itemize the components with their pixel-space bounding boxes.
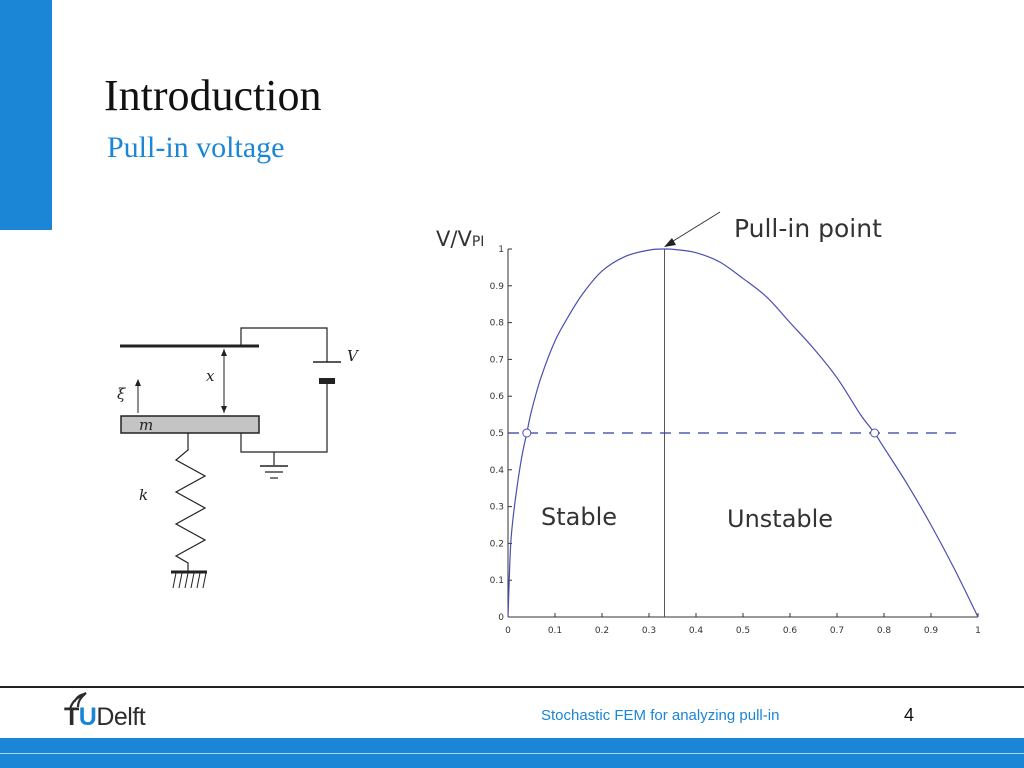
- accent-bar: [0, 0, 52, 230]
- flame-icon: [68, 692, 87, 710]
- intersection-marker: [522, 428, 532, 438]
- gap-label: x: [206, 367, 215, 385]
- voltage-label: V: [347, 347, 360, 365]
- slide-title: Introduction: [104, 71, 322, 120]
- anchor-hatch: [172, 572, 207, 589]
- pull-in-arrow: [669, 211, 721, 244]
- x-ticks: 0 0.1 0.2 0.3 0.4 0.5 0.6 0.7 0.8 0.9 1: [505, 613, 981, 636]
- mechanism-labels: x ξ m k V: [117, 347, 360, 504]
- x-tick-label: 0.9: [924, 626, 939, 636]
- x-tick-label: 0.2: [595, 626, 609, 636]
- unstable-label: Unstable: [727, 505, 833, 533]
- spring: [174, 433, 207, 572]
- y-tick-label: 0.2: [490, 539, 504, 549]
- y-axis-label-sub: PI: [472, 234, 485, 250]
- y-tick-label: 0.3: [490, 503, 504, 513]
- wire-top: [240, 327, 328, 362]
- y-tick-label: 0: [498, 613, 504, 623]
- movable-mass: [120, 415, 260, 434]
- y-tick-label: 0.9: [490, 282, 505, 292]
- pull-in-label: Pull-in point: [734, 214, 882, 243]
- tudelft-logo: TUDelft: [64, 688, 174, 734]
- y-axis-label-main: V/V: [436, 227, 472, 251]
- y-tick-label: 0.4: [490, 466, 505, 476]
- footer-title: Stochastic FEM for analyzing pull-in: [541, 707, 780, 724]
- xi-label: ξ: [117, 385, 126, 403]
- x-tick-label: 0.7: [830, 626, 844, 636]
- x-tick-label: 0.6: [783, 626, 798, 636]
- pull-in-arrowhead: [664, 238, 676, 247]
- logo-t: T: [64, 703, 79, 731]
- y-tick-label: 0.8: [490, 319, 505, 329]
- x-tick-label: 1: [975, 626, 981, 636]
- mass-label: m: [139, 416, 153, 434]
- y-tick-label: 0.1: [490, 576, 504, 586]
- logo-delft: Delft: [96, 703, 146, 731]
- logo-wordmark: TUDelft: [64, 703, 146, 731]
- intersection-markers: [522, 428, 880, 438]
- intersection-marker: [870, 428, 880, 438]
- logo-u: U: [78, 703, 97, 731]
- x-tick-label: 0: [505, 626, 511, 636]
- slide-subtitle: Pull-in voltage: [107, 131, 285, 164]
- x-tick-label: 0.5: [736, 626, 750, 636]
- spring-label: k: [139, 486, 148, 504]
- x-tick-label: 0.4: [689, 626, 704, 636]
- y-axis-label: V/VPI: [436, 227, 484, 251]
- y-ticks: 0 0.1 0.2 0.3 0.4 0.5 0.6 0.7 0.8 0.9 1: [490, 245, 512, 623]
- gap-arrowhead-top: [221, 349, 227, 356]
- y-tick-label: 0.6: [490, 392, 505, 402]
- stable-label: Stable: [541, 503, 617, 531]
- footer-band-line: [0, 753, 1024, 754]
- y-tick-label: 0.5: [490, 429, 504, 439]
- page-number: 4: [904, 705, 915, 725]
- mechanism-diagram: [120, 327, 341, 589]
- pull-in-chart: 0 0.1 0.2 0.3 0.4 0.5 0.6 0.7 0.8 0.9 1 0 0.1 0.2 0.3…: [436, 211, 981, 636]
- gap-arrowhead-bottom: [221, 406, 227, 413]
- y-tick-label: 0.7: [490, 355, 504, 365]
- footer-divider: [0, 686, 1024, 688]
- x-tick-label: 0.3: [642, 626, 656, 636]
- figure-canvas: x ξ m k V 0 0.1 0.2 0.3 0.4 0.5 0.6 0.7 0.8 0.9 1 …: [117, 211, 981, 636]
- x-tick-label: 0.8: [877, 626, 892, 636]
- xi-arrowhead: [135, 379, 141, 386]
- battery-plate-short: [319, 378, 335, 384]
- y-tick-label: 1: [498, 245, 504, 255]
- wire-bottom: [240, 384, 328, 453]
- x-tick-label: 0.1: [548, 626, 562, 636]
